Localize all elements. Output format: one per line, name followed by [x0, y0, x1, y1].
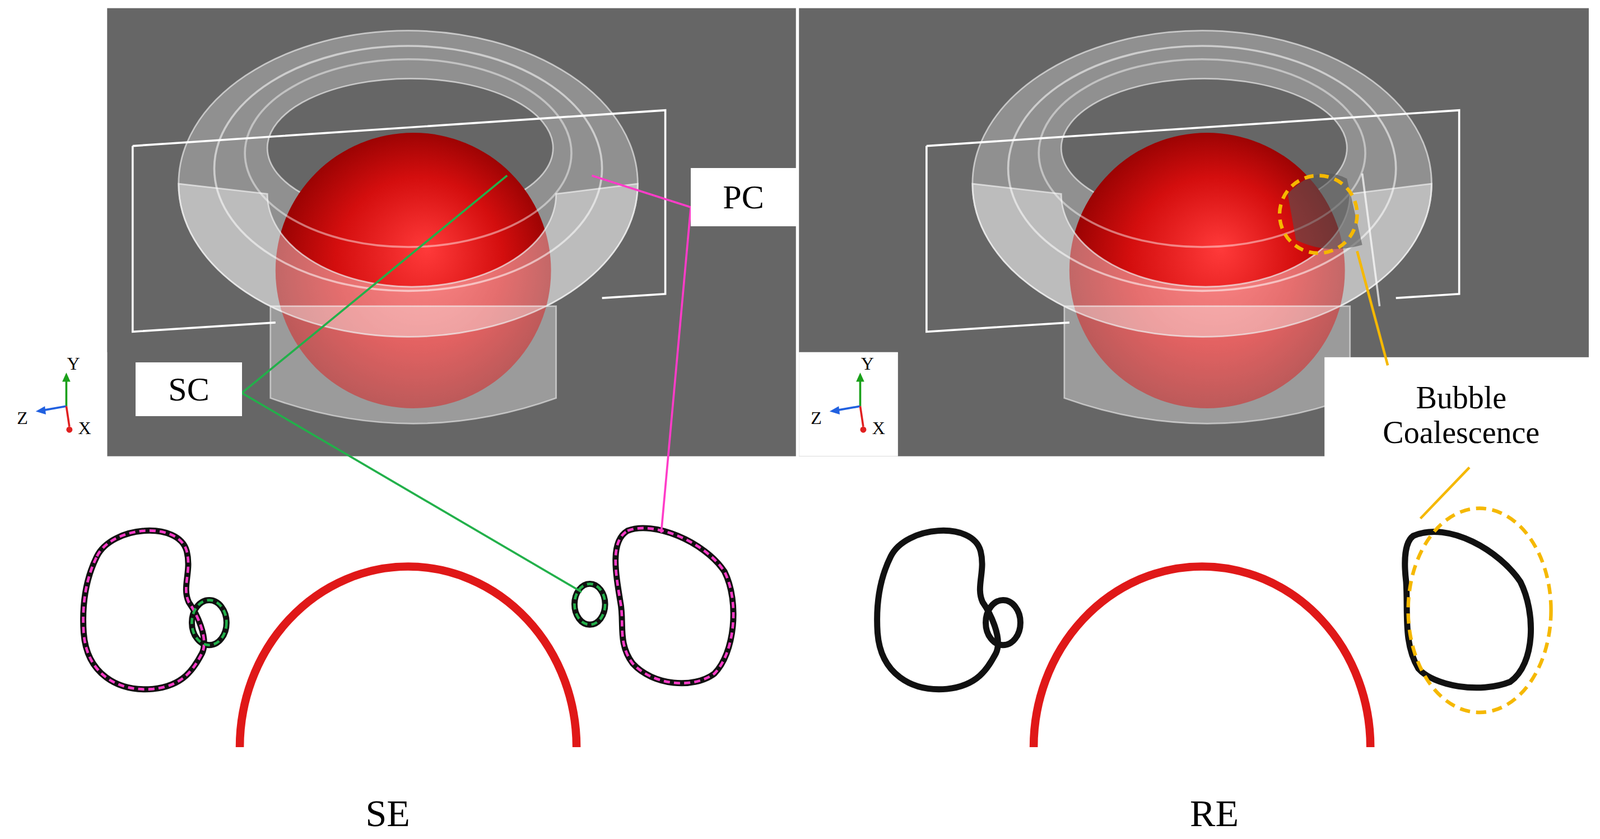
axis-label: Z	[810, 408, 822, 429]
axis-label: X	[872, 418, 886, 439]
panel-caption: RE	[1189, 792, 1239, 835]
box-label: SC	[168, 370, 209, 409]
annotation-label: Bubble Coalescence	[1349, 380, 1574, 451]
axis-label: Z	[16, 408, 29, 429]
label-box: PC	[690, 168, 797, 227]
panel-caption: SE	[365, 792, 410, 835]
axis-label: Y	[861, 354, 874, 375]
axis-label: X	[78, 418, 92, 439]
label-box: SC	[135, 362, 243, 417]
axis-label: Y	[67, 354, 81, 375]
box-label: PC	[722, 178, 764, 217]
